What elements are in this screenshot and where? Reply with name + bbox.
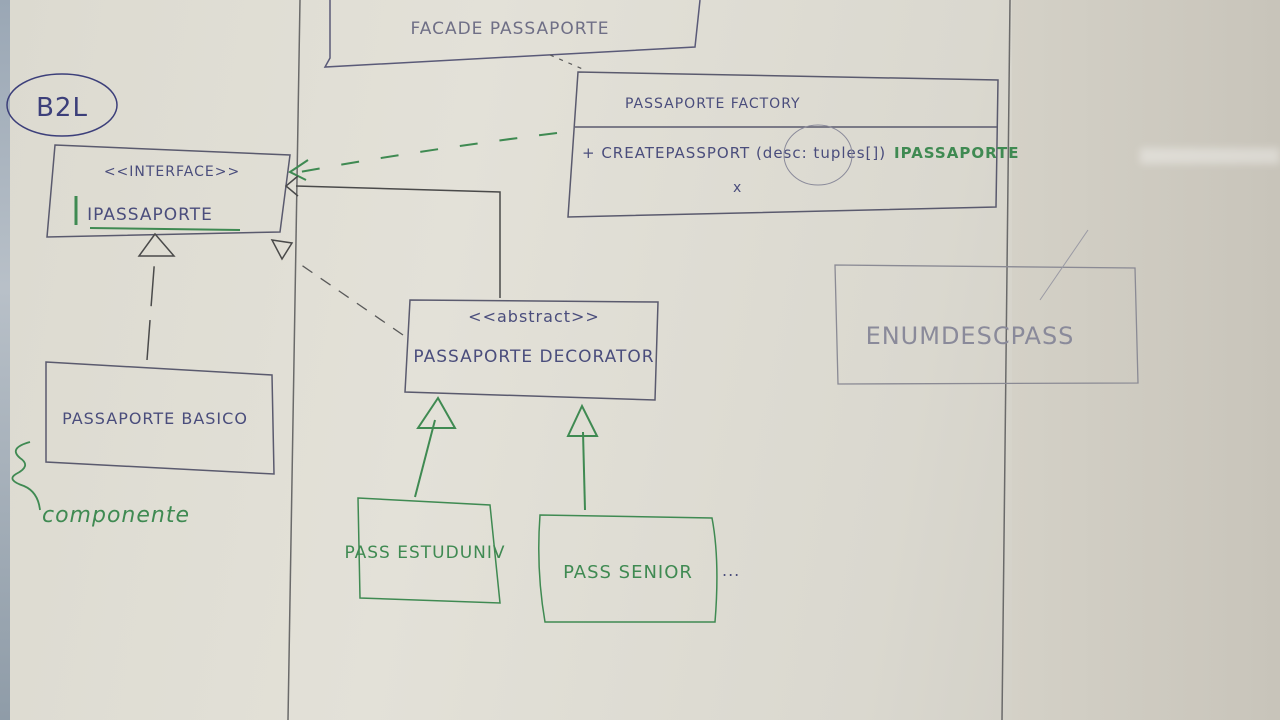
basic-class-box: PASSAPORTE BASICO (45, 361, 275, 475)
layer-label-text: B2L (36, 93, 88, 123)
student-class-box: PASS ESTUDUNIV (344, 497, 505, 604)
whiteboard-right-panel (1012, 0, 1280, 720)
factory-method: + CREATEPASSPORT (desc: tuples[]) (582, 144, 886, 162)
decorator-class-box: <<abstract>> PASSAPORTE DECORATOR (404, 299, 659, 401)
componente-annotation: componente (11, 441, 190, 528)
decorator-realization-line (296, 261, 404, 336)
faint-stroke (1039, 229, 1089, 301)
factory-class-name: PASSAPORTE FACTORY (625, 96, 801, 112)
interface-name-underline (89, 227, 241, 231)
interface-class-box: <<INTERFACE>> IPASSAPORTE (46, 144, 291, 238)
decorator-composition-arrowhead (284, 175, 299, 197)
decorator-class-name: PASSAPORTE DECORATOR (413, 347, 654, 367)
senior-class-box: PASS SENIOR ... (538, 514, 740, 623)
senior-ellipsis: ... (722, 561, 740, 580)
decorator-stereotype: <<abstract>> (468, 307, 600, 326)
basic-realization-arrowhead (137, 232, 176, 257)
student-inheritance-line (414, 419, 436, 498)
decorator-realization-arrowhead (270, 239, 294, 261)
interface-class-name: IPASSAPORTE (87, 205, 213, 225)
light-glare (1140, 148, 1280, 164)
enum-class-box: ENUMDESCPASS (834, 229, 1139, 385)
facade-class-box: FACADE PASSAPORTE (323, 0, 701, 68)
factory-return-type: IPASSAPORTE (894, 144, 1019, 162)
frame-divider-right (1001, 0, 1011, 720)
dependency-arrowhead (288, 159, 309, 181)
componente-label: componente (42, 503, 190, 528)
basic-class-name: PASSAPORTE BASICO (62, 409, 248, 428)
senior-inheritance-line (582, 431, 586, 511)
factory-class-box: PASSAPORTE FACTORY + CREATEPASSPORT (des… (567, 71, 1019, 218)
frame-divider-left (287, 0, 301, 720)
decorator-composition-line (295, 185, 501, 298)
basic-realization-line (146, 254, 156, 361)
enum-class-name: ENUMDESCPASS (866, 322, 1075, 350)
layer-label-b2l: B2L (6, 73, 118, 137)
senior-inheritance-arrowhead (566, 403, 599, 437)
static-marker: x (733, 180, 742, 196)
facade-class-name: FACADE PASSAPORTE (411, 19, 610, 39)
student-inheritance-arrowhead (416, 396, 457, 429)
left-edge-strip (0, 0, 10, 720)
senior-class-name: PASS SENIOR (563, 562, 693, 583)
interface-stereotype: <<INTERFACE>> (104, 164, 240, 180)
student-class-name: PASS ESTUDUNIV (344, 543, 505, 563)
facade-factory-link (549, 54, 586, 71)
factory-interface-dependency (299, 132, 558, 173)
highlight-circle (783, 124, 853, 186)
